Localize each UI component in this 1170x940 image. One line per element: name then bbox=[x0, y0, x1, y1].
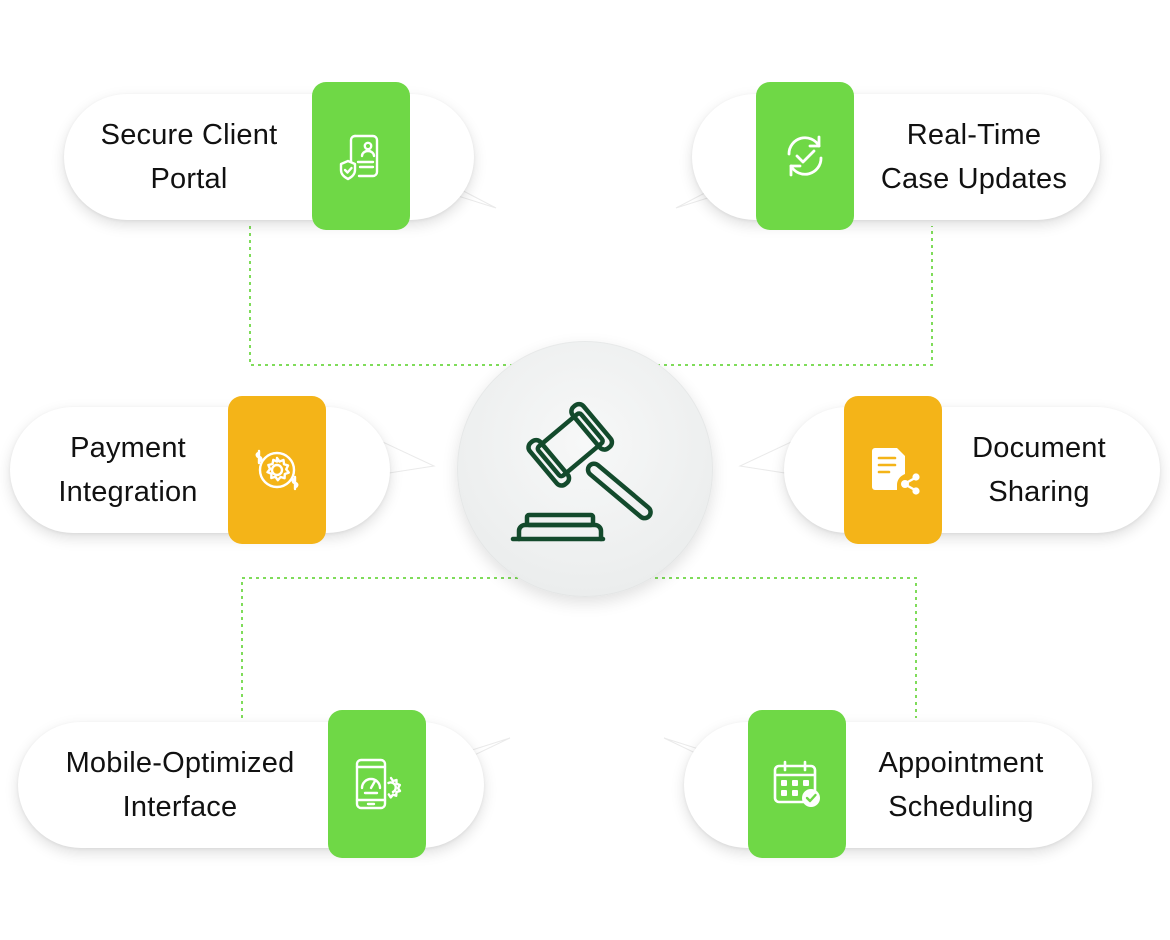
icon-tile bbox=[312, 82, 410, 230]
feature-label: Document Sharing bbox=[972, 432, 1106, 508]
icon-tile bbox=[756, 82, 854, 230]
feature-label: Payment Integration bbox=[58, 432, 198, 508]
icon-tile bbox=[844, 396, 942, 544]
icon-tile bbox=[328, 710, 426, 858]
central-hub bbox=[457, 341, 713, 597]
bubble bbox=[10, 407, 390, 533]
feature-label: Real-Time Case Updates bbox=[880, 119, 1068, 195]
connector-bottom bbox=[241, 577, 917, 718]
payment-gear-icon bbox=[255, 449, 299, 491]
document-share-icon bbox=[872, 448, 920, 495]
feature-label: Mobile-Optimized Interface bbox=[65, 747, 295, 823]
secure-document-icon bbox=[339, 134, 379, 181]
gavel-icon bbox=[510, 401, 653, 542]
feature-label: Secure Client Portal bbox=[100, 119, 278, 195]
feature-label: Appointment Scheduling bbox=[878, 747, 1044, 823]
icon-tile bbox=[228, 396, 326, 544]
mobile-settings-icon bbox=[355, 758, 402, 810]
icon-tile bbox=[748, 710, 846, 858]
calendar-check-icon bbox=[773, 760, 820, 807]
connector-top bbox=[249, 226, 933, 366]
sync-check-icon bbox=[787, 135, 823, 177]
